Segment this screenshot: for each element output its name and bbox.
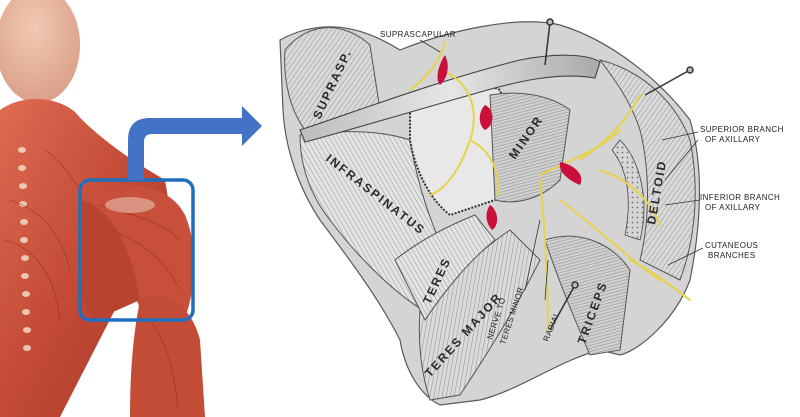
- triceps-muscle: [544, 235, 631, 356]
- scapular-spine: [299, 54, 601, 143]
- deltoid-reflected-edge: [611, 139, 645, 241]
- dissection-pins: [544, 18, 694, 331]
- nerve-paths: [409, 41, 691, 331]
- spine-column: [18, 147, 31, 351]
- vessels: [437, 55, 582, 230]
- muscle-fibres: [4, 149, 181, 411]
- scapula-muscles-left: [82, 200, 140, 320]
- leader-lines: [419, 39, 704, 301]
- teres-minor-muscle: [489, 92, 571, 203]
- label-suprascapular: SUPRASCAPULAR: [380, 30, 456, 39]
- deltoid-muscle: [598, 59, 696, 281]
- label-inferior-branch: INFERIOR BRANCH: [700, 193, 780, 202]
- shoulder-engraving: SUPRASP. INFRASPINATUS MINOR TERES TERES…: [279, 18, 784, 406]
- label-branches: BRANCHES: [708, 251, 756, 260]
- label-superior-branch: SUPERIOR BRANCH: [700, 125, 784, 134]
- label-cutaneous: CUTANEOUS: [705, 241, 758, 250]
- shoulder-highlight: [105, 197, 155, 213]
- back-muscle-illustration: [0, 0, 205, 417]
- label-of-axillary-1: OF AXILLARY: [705, 135, 761, 144]
- teres-band: [394, 214, 496, 321]
- head-shape: [0, 0, 80, 103]
- upper-arm-left: [130, 296, 205, 417]
- pointer-arrow: [128, 106, 262, 180]
- label-of-axillary-2: OF AXILLARY: [705, 203, 761, 212]
